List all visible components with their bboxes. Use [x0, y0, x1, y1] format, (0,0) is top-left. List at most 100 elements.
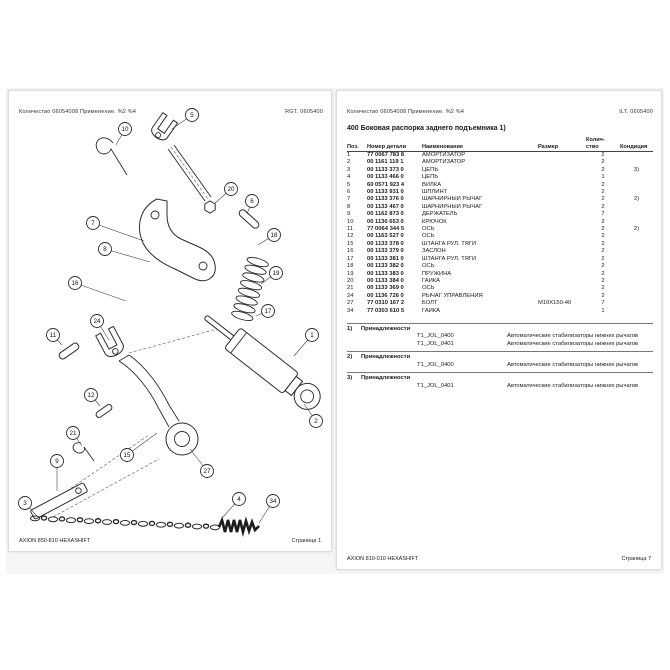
callout-number: 2	[314, 418, 318, 425]
page-right-footer: AXION 810-010 HEXASHIFT Страница 7	[347, 556, 651, 562]
construction-line	[128, 328, 218, 354]
page-left-header-left: Количество 06054008 Применение. %2 %4	[19, 109, 137, 115]
page-right-footer-model: AXION 810-010 HEXASHIFT	[347, 556, 419, 562]
pin	[95, 404, 113, 418]
shock-cylinder	[204, 315, 321, 410]
callout-balloon	[120, 448, 134, 462]
callout-balloon	[50, 454, 64, 468]
page-right: Количество 06054008 Применение. %2 %4 IL…	[336, 90, 662, 570]
page-left-footer-page: Страница 1	[291, 538, 321, 544]
callout-number: 6	[250, 198, 254, 205]
callout-balloon	[90, 314, 104, 328]
callout-balloon	[84, 388, 98, 402]
callout-number: 24	[94, 318, 101, 325]
callout-number: 15	[124, 452, 131, 459]
callout-balloon	[309, 414, 323, 428]
column-header: Поз.	[347, 137, 367, 152]
callout-number: 4	[237, 496, 241, 503]
construction-line	[52, 458, 160, 518]
pin	[58, 342, 80, 360]
page-left-header: Количество 06054008 Применение. %2 %4 RG…	[19, 109, 323, 115]
page-right-header: Количество 06054008 Применение. %2 %4 IL…	[347, 109, 653, 115]
hex-nut	[204, 200, 216, 214]
footnote-title: Принадлежности	[361, 375, 411, 382]
page-left-footer: AXION 850-810 HEXASHIFT Страница 1	[19, 538, 321, 544]
callout-balloon	[232, 492, 246, 506]
callout-balloon	[118, 122, 132, 136]
coil-spring	[231, 257, 269, 321]
chain-end-spring	[217, 515, 260, 538]
callout-balloon	[18, 496, 32, 510]
callout-number: 17	[265, 308, 272, 315]
page-right-footer-page: Страница 7	[621, 556, 651, 562]
callout-balloon	[68, 276, 82, 290]
callout-number: 3	[23, 500, 27, 507]
callout-number: 7	[91, 220, 95, 227]
callout-number: 9	[55, 458, 59, 465]
link-arm	[118, 354, 199, 456]
footnote-label: 3)	[347, 375, 353, 382]
page-right-header-left: Количество 06054008 Применение. %2 %4	[347, 109, 465, 115]
callout-number: 34	[270, 498, 277, 505]
callout-balloon	[224, 182, 238, 196]
page-left-footer-model: AXION 850-810 HEXASHIFT	[19, 538, 91, 544]
callout-number: 11	[50, 332, 57, 339]
callout-number: 18	[271, 232, 278, 239]
parts-list-content: 400 Боковая распорка заднего подъемника …	[347, 125, 653, 393]
callout-balloon	[200, 464, 214, 478]
construction-line	[66, 434, 150, 492]
callout-balloon	[86, 216, 100, 230]
lower-clevis	[95, 325, 124, 357]
chain	[29, 515, 221, 531]
top-clevis-fork	[151, 112, 179, 141]
callout-number: 27	[204, 468, 211, 475]
column-header: Номер детали	[367, 137, 422, 152]
callout-balloon	[98, 242, 112, 256]
callout-number: 19	[273, 270, 280, 277]
callout-balloon	[245, 194, 259, 208]
callout-number: 8	[103, 246, 107, 253]
column-header: Колич- ство	[586, 137, 620, 152]
footnote-label: 2)	[347, 354, 353, 361]
column-header: Наименование	[422, 137, 538, 152]
callout-balloon	[66, 426, 80, 440]
hook-pin	[95, 137, 128, 176]
column-header: Кондиция	[620, 137, 653, 152]
cylinder-eye	[293, 382, 321, 410]
cotter-hook	[72, 442, 95, 462]
footnote-title: Принадлежности	[361, 354, 411, 361]
callout-number: 16	[72, 280, 79, 287]
page-right-header-right: ILT. 0605400	[619, 109, 653, 115]
callout-number: 12	[88, 392, 95, 399]
callout-number: 10	[122, 126, 129, 133]
callout-number: 5	[190, 112, 194, 119]
callout-balloon	[46, 328, 60, 342]
holder-bar	[30, 482, 88, 520]
